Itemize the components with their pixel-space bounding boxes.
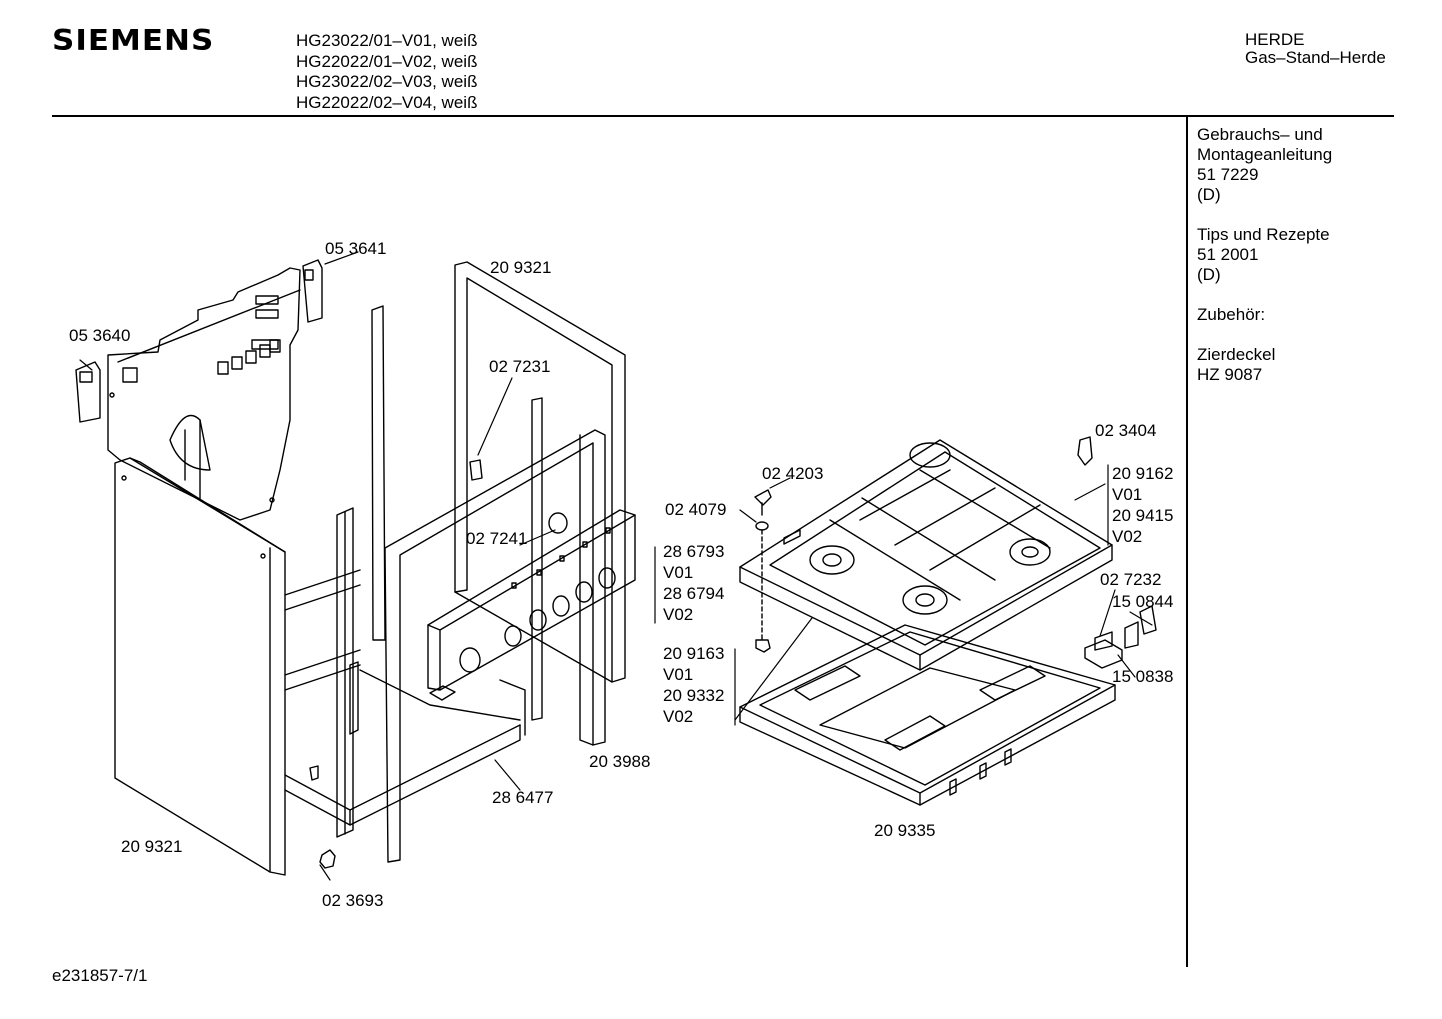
manual-title-line-1: Gebrauchs– und [1197,125,1323,144]
accessory-number: HZ 9087 [1197,365,1263,384]
label-024079: 02 4079 [665,500,727,519]
label-209162-variant: V01 [1112,485,1143,504]
label-209321-top: 20 9321 [490,258,552,277]
tips-info: Tips und Rezepte 51 2001 (D) [1197,225,1330,285]
label-209415: 20 9415 [1112,506,1174,525]
clip-027232 [1095,632,1112,650]
model-line-3: HG23022/02–V03, weiß [296,72,478,91]
label-150838: 15 0838 [1112,667,1174,686]
model-list: HG23022/01–V01, weiß HG22022/01–V02, wei… [296,31,477,113]
label-209163: 20 9163 [663,644,725,663]
accessory-info: Zierdeckel HZ 9087 [1197,345,1275,385]
header-divider [52,115,1394,117]
control-panel [428,510,635,690]
leader-lines [80,252,1152,880]
label-203988: 20 3988 [589,752,651,771]
tips-number: 51 2001 [1197,245,1259,264]
sidebar-divider [1186,117,1188,967]
tips-title: Tips und Rezepte [1197,225,1330,244]
category-subtitle: Gas–Stand–Herde [1245,48,1386,67]
back-panel [108,268,300,520]
front-upright-strip [337,508,358,837]
label-023693: 02 3693 [322,891,384,910]
label-150844: 15 0844 [1112,592,1174,611]
side-bracket-left [76,362,100,422]
clip-027231 [470,460,482,480]
label-209162: 20 9162 [1112,464,1174,483]
base-tray [740,625,1115,805]
clip-023404 [1078,437,1092,465]
label-286793-variant: V01 [663,563,694,582]
door-frame-rear [455,262,625,682]
label-209332: 20 9332 [663,686,725,705]
side-bracket-right [303,260,322,322]
model-line-2: HG22022/01–V02, weiß [296,51,478,71]
category-block: HERDE Gas–Stand–Herde [1245,31,1386,67]
drawing-id: e231857-7/1 [52,966,148,985]
manual-language: (D) [1197,185,1221,204]
label-209335: 20 9335 [874,821,936,840]
label-053641: 05 3641 [325,239,387,258]
door-frame-front [385,430,605,862]
screw-024203 [755,490,771,515]
manual-info: Gebrauchs– und Montageanleitung 51 7229 … [1197,125,1332,205]
side-panel-left [115,458,285,875]
label-209321-bottom: 20 9321 [121,837,183,856]
label-209163-variant: V01 [663,665,694,684]
cooktop [740,440,1112,670]
label-286794-variant: V02 [663,605,694,624]
accessory-name: Zierdeckel [1197,345,1276,364]
small-block [430,686,455,700]
label-286793: 28 6793 [663,542,725,561]
rear-upright-strip [372,306,385,640]
siemens-logo: SIEMENS [52,24,215,58]
foot-023693 [310,766,335,868]
label-209415-variant: V02 [1112,527,1143,546]
clip-150844 [1125,606,1156,648]
frame-rails [285,570,525,825]
label-024203: 02 4203 [762,464,824,483]
manual-title-line-2: Montageanleitung [1197,145,1333,164]
manual-number: 51 7229 [1197,165,1259,184]
bracket-150838 [1085,640,1122,668]
washer-024079 [756,522,770,652]
tips-language: (D) [1197,265,1221,284]
label-209332-variant: V02 [663,707,694,726]
label-053640: 05 3640 [69,326,131,345]
category-title: HERDE [1245,30,1305,49]
accessories-heading: Zubehör: [1197,305,1266,324]
model-line-4: HG22022/02–V04, weiß [296,92,478,112]
label-027231: 02 7231 [489,357,551,376]
label-286794: 28 6794 [663,584,725,603]
model-line-1: HG23022/01–V01, weiß [296,31,478,50]
label-023404: 02 3404 [1095,421,1157,440]
label-286477: 28 6477 [492,788,554,807]
label-027241: 02 7241 [466,529,528,548]
label-027232: 02 7232 [1100,570,1162,589]
